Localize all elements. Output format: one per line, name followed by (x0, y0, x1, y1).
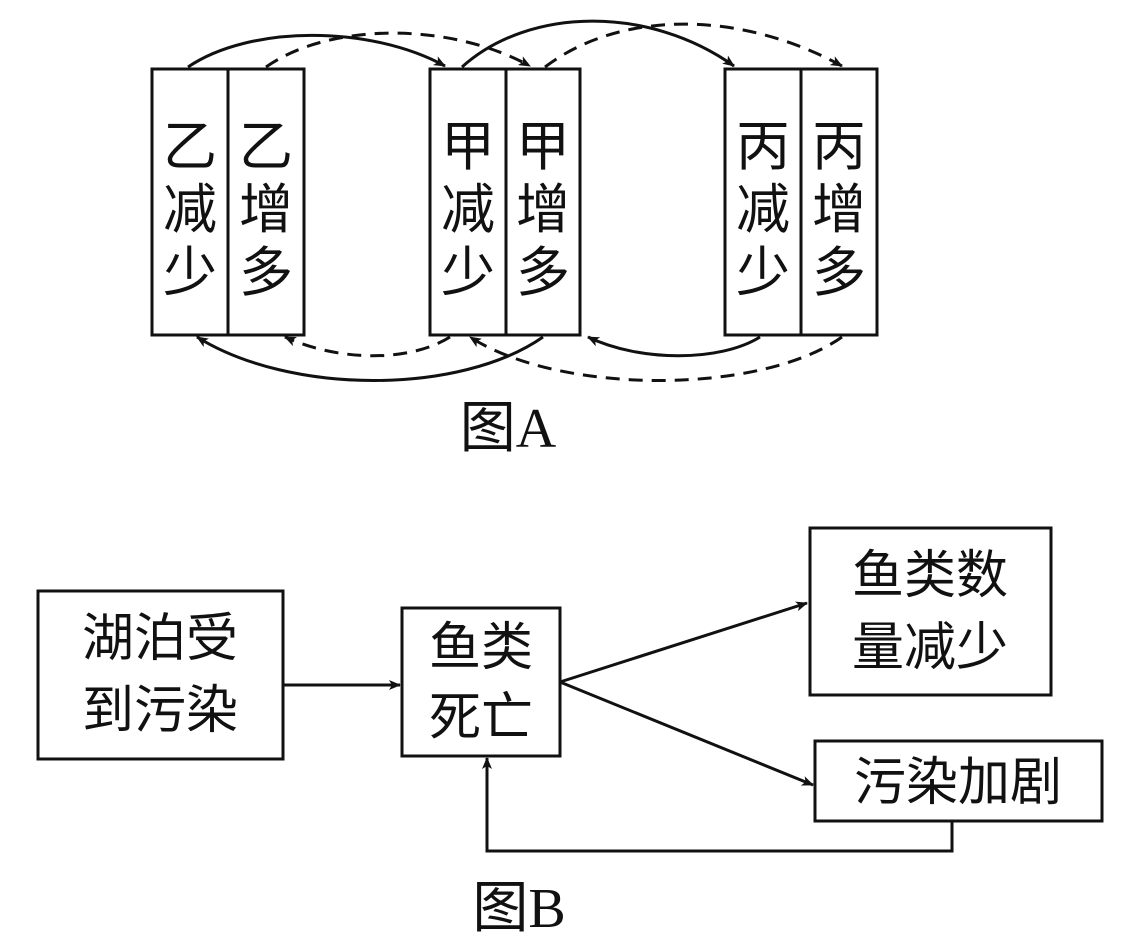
arrow-bing-decrease-to-jia-increase (587, 335, 761, 358)
arrow-jia-decrease-to-yi-increase (284, 335, 451, 358)
label-yi-increase-3: 多 (239, 241, 293, 304)
node-lake-polluted-line2: 到污染 (82, 681, 238, 741)
label-yi-increase-2: 增 (239, 178, 293, 241)
label-yi-decrease-3: 少 (163, 241, 217, 304)
node-pollution-worse-text: 污染加剧 (854, 753, 1062, 813)
edge-pollution-worse-to-fish-death (482, 757, 954, 853)
label-bing-increase-1: 丙 (812, 115, 866, 178)
arrow-jia-increase-to-yi-decrease (196, 335, 544, 382)
node-fish-decrease-line2: 量减少 (852, 618, 1008, 678)
node-lake-polluted (36, 589, 285, 761)
label-jia-increase-3: 多 (516, 241, 570, 304)
figure-a: 乙 减 少 乙 增 多 甲 减 少 甲 增 多 丙 减 少 丙 增 多 (150, 19, 879, 460)
label-jia-decrease-3: 少 (441, 241, 495, 304)
node-fish-decrease-line1: 鱼类数 (852, 546, 1008, 606)
node-fish-death-line1: 鱼类 (429, 618, 533, 678)
label-bing-increase-2: 增 (812, 178, 866, 241)
node-lake-polluted-line1: 湖泊受 (82, 609, 238, 669)
label-yi-decrease-1: 乙 (163, 115, 217, 178)
label-jia-increase-2: 增 (516, 178, 570, 241)
arrow-yi-decrease-to-jia-decrease (187, 33, 446, 69)
label-bing-decrease-3: 少 (736, 241, 790, 304)
caption-figure-b: 图B (472, 878, 565, 940)
edge-fish-death-to-fish-decrease (559, 601, 808, 684)
box-jia-decrease (428, 67, 508, 337)
node-fish-decrease (808, 526, 1053, 697)
label-bing-increase-3: 多 (812, 241, 866, 304)
label-yi-decrease-2: 减 (163, 178, 217, 241)
arrow-bing-increase-to-jia-decrease (469, 335, 843, 382)
node-pollution-worse (813, 739, 1104, 823)
caption-figure-a: 图A (460, 398, 557, 460)
label-yi-increase-1: 乙 (239, 115, 293, 178)
edge-fish-death-to-pollution-worse (559, 680, 814, 787)
figure-b: 湖泊受 到污染 鱼类 死亡 鱼类数 量减少 污染加剧 图B (36, 526, 1104, 940)
arrow-jia-decrease-to-bing-decrease (460, 19, 735, 69)
box-yi-decrease (150, 67, 230, 337)
node-fish-death-line2: 死亡 (429, 688, 533, 748)
node-fish-death (400, 606, 562, 758)
arrow-jia-increase-to-bing-increase (544, 22, 843, 69)
label-jia-decrease-2: 减 (441, 178, 495, 241)
column-group-jia: 甲 减 少 甲 增 多 (428, 67, 582, 337)
label-jia-decrease-1: 甲 (441, 115, 495, 178)
label-jia-increase-1: 甲 (516, 115, 570, 178)
box-yi-increase (226, 67, 306, 337)
label-bing-decrease-1: 丙 (736, 115, 790, 178)
box-jia-increase (504, 67, 582, 337)
box-bing-increase (799, 67, 879, 337)
column-group-yi: 乙 减 少 乙 增 多 (150, 67, 306, 337)
label-bing-decrease-2: 减 (736, 178, 790, 241)
arrow-yi-increase-to-jia-increase (265, 31, 531, 69)
column-group-bing: 丙 减 少 丙 增 多 (723, 67, 879, 337)
box-bing-decrease (723, 67, 803, 337)
